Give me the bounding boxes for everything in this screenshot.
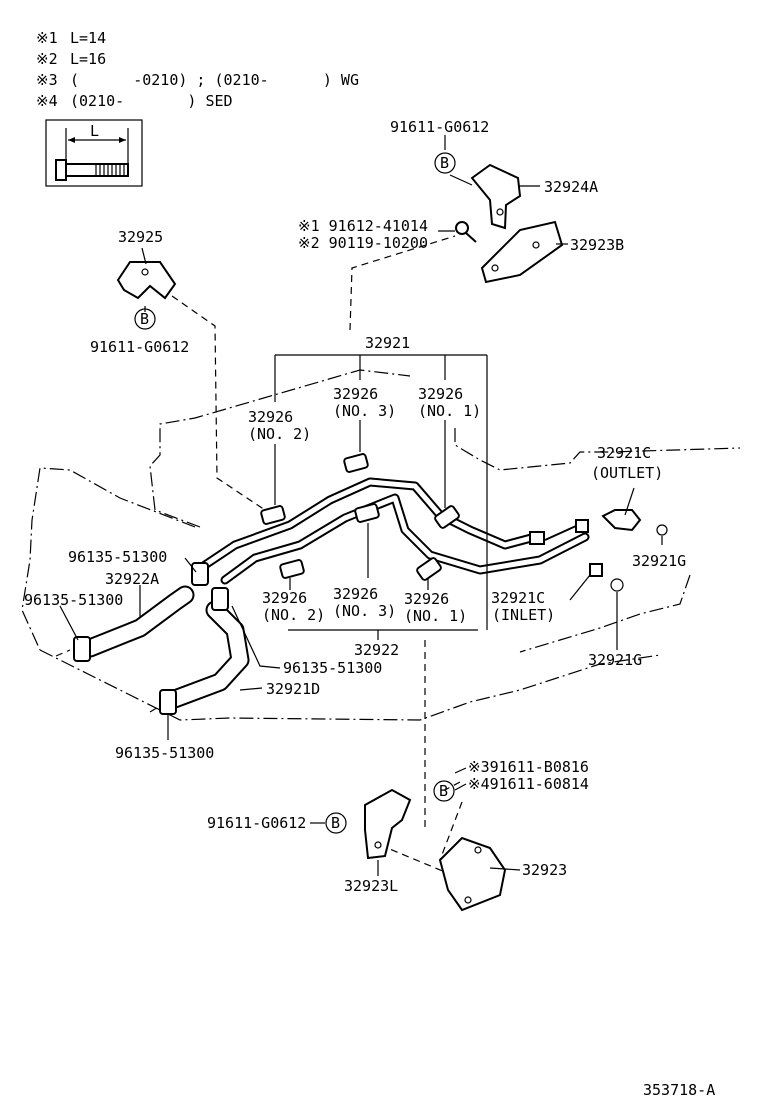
leader-lines <box>59 135 663 876</box>
bolt-length-label: L <box>90 122 99 140</box>
label-32924a: 32924A <box>544 178 598 196</box>
note-3-text: ( -0210) ; (0210- ) WG <box>70 71 359 89</box>
clip-b-markers: B B B B <box>134 152 456 834</box>
label-no3-top: (NO. 3) <box>333 402 396 420</box>
bracket-32924a <box>470 163 522 230</box>
label-32922: 32922 <box>354 641 399 659</box>
clamp-96135-51300-c <box>211 587 229 611</box>
label-32926-no1-bot: 32926 <box>404 590 449 608</box>
bolt-91612-41014 <box>455 221 477 243</box>
label-96135-51300-a: 96135-51300 <box>68 548 167 566</box>
label-96135-51300-b: 96135-51300 <box>24 591 123 609</box>
label-91611-g0612-top: 91611-G0612 <box>390 118 489 136</box>
label-32926-no3-top: 32926 <box>333 385 378 403</box>
label-32925: 32925 <box>118 228 163 246</box>
clip-b-mid: B <box>439 782 448 800</box>
label-inlet: (INLET) <box>492 606 555 624</box>
tube-cushions <box>260 453 460 581</box>
label-32926-no3-bot: 32926 <box>333 585 378 603</box>
label-32923: 32923 <box>522 861 567 879</box>
bracket-32923b <box>480 220 564 284</box>
clamps <box>55 562 229 715</box>
note-4-mark: ※4 <box>36 92 58 110</box>
unions-and-gaskets <box>529 509 668 592</box>
notes-block: ※1 L=14 ※2 L=16 ※3 ( -0210) ; (0210- ) W… <box>36 29 359 110</box>
diagram-code: 353718-A <box>643 1081 715 1099</box>
label-32926-no1-top: 32926 <box>418 385 463 403</box>
leader-lines-dashed <box>171 235 463 873</box>
label-91612-41014: ※1 91612-41014 <box>298 217 428 235</box>
label-91611-g0612-left: 91611-G0612 <box>90 338 189 356</box>
label-91611-60814: ※491611-60814 <box>468 775 589 793</box>
label-outlet: (OUTLET) <box>591 464 663 482</box>
bracket-32923l <box>364 788 412 860</box>
label-32921c-outlet: 32921C <box>597 444 651 462</box>
label-no1-bot: (NO. 1) <box>404 607 467 625</box>
clip-b-top: B <box>440 154 449 172</box>
label-no2-top: (NO. 2) <box>248 425 311 443</box>
clamp-96135-51300-d <box>159 689 177 715</box>
label-32921: 32921 <box>365 334 410 352</box>
clip-b-left: B <box>140 310 149 328</box>
label-91611-b0816: ※391611-B0816 <box>468 758 589 776</box>
hoses <box>80 585 250 710</box>
label-32921g-b: 32921G <box>588 651 642 669</box>
note-2-text: L=16 <box>70 50 106 68</box>
note-1-mark: ※1 <box>36 29 58 47</box>
note-1-text: L=14 <box>70 29 106 47</box>
label-32923l: 32923L <box>344 877 398 895</box>
label-32921d: 32921D <box>266 680 320 698</box>
bolt-length-detail: L <box>45 119 143 187</box>
clamp-96135-51300-a <box>191 562 209 586</box>
clip-b-bottom: B <box>331 814 340 832</box>
label-32926-no2-bot: 32926 <box>262 589 307 607</box>
bracket-32925 <box>116 261 177 300</box>
clamp-96135-51300-b <box>73 636 91 662</box>
label-32922a: 32922A <box>105 570 159 588</box>
note-4-text: (0210- ) SED <box>70 92 233 110</box>
label-32926-no2-top: 32926 <box>248 408 293 426</box>
vehicle-outline <box>21 369 741 721</box>
cooler-tubes <box>200 477 590 585</box>
note-3-mark: ※3 <box>36 71 58 89</box>
label-91611-g0612-bot: 91611-G0612 <box>207 814 306 832</box>
label-32923b: 32923B <box>570 236 624 254</box>
label-32921g-a: 32921G <box>632 552 686 570</box>
part-labels: 91611-G0612 32924A ※1 91612-41014 ※2 901… <box>24 118 715 1099</box>
label-no3-bot: (NO. 3) <box>333 602 396 620</box>
label-96135-51300-c: 96135-51300 <box>283 659 382 677</box>
label-no2-bot: (NO. 2) <box>262 606 325 624</box>
note-2-mark: ※2 <box>36 50 58 68</box>
label-90119-10200: ※2 90119-10200 <box>298 234 428 252</box>
label-96135-51300-d: 96135-51300 <box>115 744 214 762</box>
bracket-32923 <box>438 836 507 912</box>
label-no1-top: (NO. 1) <box>418 402 481 420</box>
label-32921c-inlet: 32921C <box>491 589 545 607</box>
